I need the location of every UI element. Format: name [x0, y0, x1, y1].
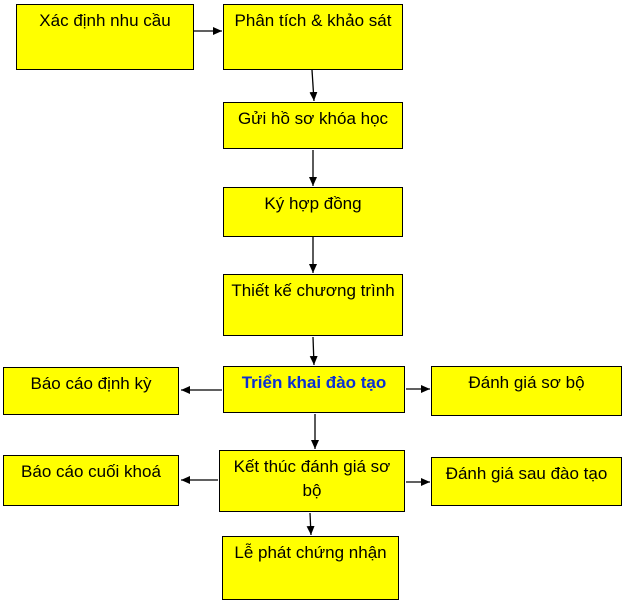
node-label: Báo cáo cuối khoá: [21, 462, 161, 481]
arrow-thiet-ke-to-trien-khai: [309, 336, 318, 366]
node-ky-hop-dong: Ký hợp đồng: [223, 187, 403, 237]
node-danh-gia-so-bo: Đánh giá sơ bộ: [431, 366, 622, 416]
node-label: Thiết kế chương trình: [231, 281, 395, 300]
node-thiet-ke-chuong-trinh: Thiết kế chương trình: [223, 274, 403, 336]
node-label: Triển khai đào tạo: [241, 373, 387, 392]
arrow-phan-tich-to-gui-ho-so: [309, 69, 318, 102]
node-label: Lễ phát chứng nhận: [234, 543, 387, 562]
node-label: Đánh giá sau đào tạo: [445, 464, 608, 483]
node-label: Đánh giá sơ bộ: [468, 373, 585, 392]
node-label: Kết thúc đánh giá sơ bộ: [233, 457, 391, 500]
node-le-phat-chung-nhan: Lễ phát chứng nhận: [222, 536, 399, 600]
node-gui-ho-so-khoa-hoc: Gửi hồ sơ khóa học: [223, 102, 403, 149]
node-label: Gửi hồ sơ khóa học: [237, 109, 389, 128]
node-label: Xác định nhu cầu: [39, 11, 171, 30]
node-label: Báo cáo định kỳ: [30, 374, 152, 393]
node-trien-khai-dao-tao: Triển khai đào tạo: [223, 366, 405, 413]
node-phan-tich-khao-sat: Phân tích & khảo sát: [223, 4, 403, 70]
node-bao-cao-cuoi-khoa: Báo cáo cuối khoá: [3, 455, 179, 506]
node-danh-gia-sau-dao-tao: Đánh giá sau đào tạo: [431, 457, 622, 506]
node-xac-dinh-nhu-cau: Xác định nhu cầu: [16, 4, 194, 70]
node-label: Phân tích & khảo sát: [234, 11, 392, 30]
arrow-ket-thuc-to-le-phat: [306, 512, 315, 536]
node-label: Ký hợp đồng: [264, 194, 362, 213]
node-bao-cao-dinh-ky: Báo cáo định kỳ: [3, 367, 179, 415]
node-ket-thuc-danh-gia-so-bo: Kết thúc đánh giá sơ bộ: [219, 450, 405, 512]
